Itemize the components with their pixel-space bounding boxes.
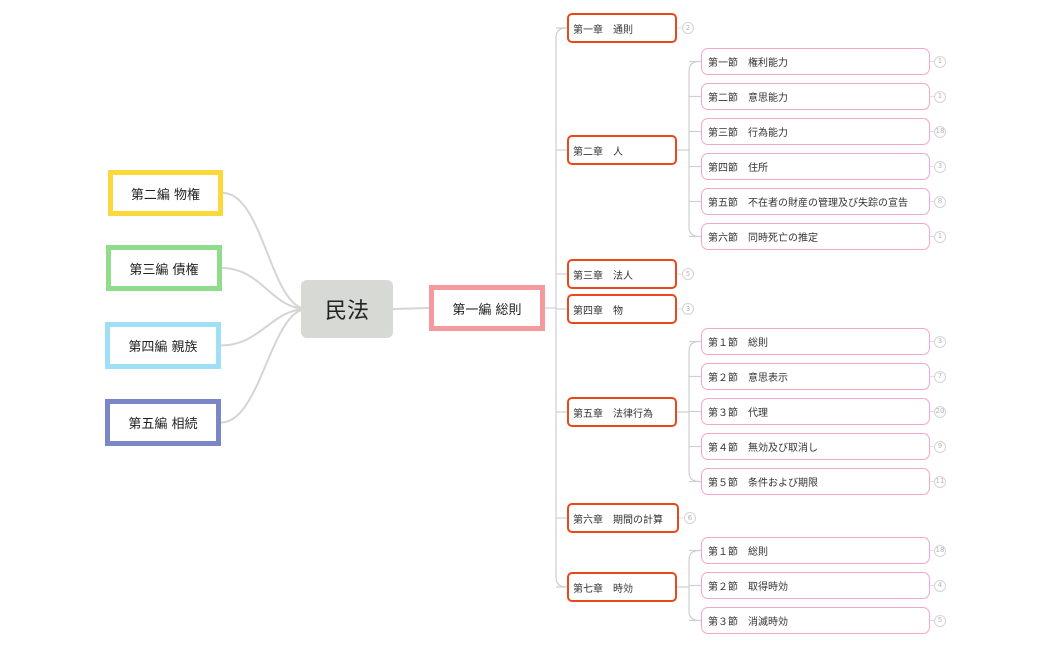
section-node[interactable]: 第２節 意思表示 [701,363,930,390]
count-badge: 7 [934,370,946,383]
count-badge: 8 [934,195,946,208]
count-badge: 11 [934,475,946,488]
count-badge: 3 [682,303,694,315]
chapter-node[interactable]: 第五章 法律行為 [567,397,677,427]
section-node[interactable]: 第５節 条件および期限 [701,468,930,495]
root-node[interactable]: 民法 [301,280,393,338]
section-node[interactable]: 第四節 住所 [701,153,930,180]
chapter-node[interactable]: 第四章 物 [567,294,677,324]
book-node-1[interactable]: 第一編 総則 [429,285,545,331]
book-node-2[interactable]: 第二編 物権 [108,170,223,216]
count-badge: 18 [934,544,946,557]
chapter-node[interactable]: 第二章 人 [567,135,677,165]
book-node-3[interactable]: 第三編 債権 [106,245,222,291]
section-node[interactable]: 第二節 意思能力 [701,83,930,110]
count-badge: 5 [934,614,946,627]
chapter-node[interactable]: 第一章 通則 [567,13,677,43]
section-node[interactable]: 第１節 総則 [701,537,930,564]
count-badge: 6 [684,512,696,524]
section-node[interactable]: 第一節 権利能力 [701,48,930,75]
section-node[interactable]: 第六節 同時死亡の推定 [701,223,930,250]
count-badge: 1 [934,55,946,68]
section-node[interactable]: 第１節 総則 [701,328,930,355]
section-node[interactable]: 第４節 無効及び取消し [701,433,930,460]
chapter-node[interactable]: 第三章 法人 [567,259,677,289]
count-badge: 20 [934,405,946,418]
count-badge: 1 [934,230,946,243]
count-badge: 5 [682,268,694,280]
book-node-5[interactable]: 第五編 相続 [105,399,221,446]
section-node[interactable]: 第五節 不在者の財産の管理及び失踪の宣告 [701,188,930,215]
count-badge: 3 [934,335,946,348]
count-badge: 1 [934,90,946,103]
count-badge: 9 [934,440,946,453]
section-node[interactable]: 第三節 行為能力 [701,118,930,145]
section-node[interactable]: 第３節 消滅時効 [701,607,930,634]
chapter-node[interactable]: 第六章 期間の計算 [567,503,679,533]
book-node-4[interactable]: 第四編 親族 [105,322,221,369]
count-badge: 2 [682,22,694,34]
section-node[interactable]: 第３節 代理 [701,398,930,425]
section-node[interactable]: 第２節 取得時効 [701,572,930,599]
count-badge: 4 [934,579,946,592]
chapter-node[interactable]: 第七章 時効 [567,572,677,602]
count-badge: 3 [934,160,946,173]
count-badge: 18 [934,125,946,138]
